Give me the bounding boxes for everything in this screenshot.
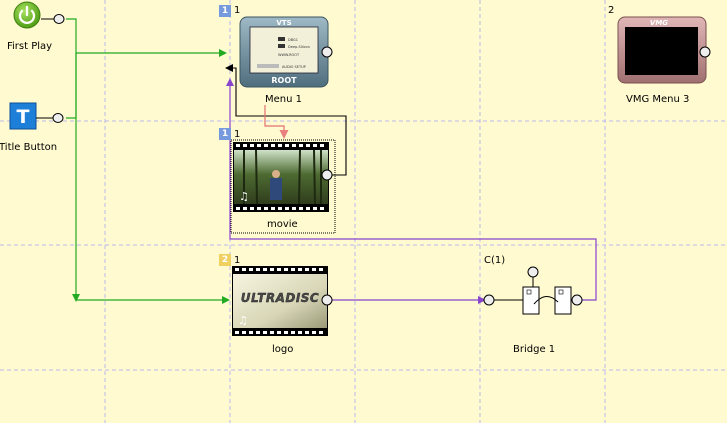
menu1-output-port — [321, 46, 333, 58]
links-red — [264, 105, 289, 139]
vmg-menu3-label: VMG Menu 3 — [626, 94, 690, 105]
first-play-output-port — [53, 14, 65, 24]
logo-badge: 2 — [219, 254, 231, 266]
bridge1-node[interactable] — [483, 266, 583, 315]
links-black — [225, 64, 347, 176]
logo-node[interactable]: ULTRADISC ♫ — [232, 266, 333, 336]
first-play-node[interactable] — [13, 1, 65, 29]
bridge1-input-port — [483, 294, 495, 306]
vmg-menu3-output-port — [699, 46, 711, 58]
title-button-node[interactable]: T — [9, 102, 64, 130]
vmg-menu3-node[interactable]: VMG — [617, 16, 711, 84]
links-green — [66, 18, 230, 304]
title-button-output-port — [52, 113, 64, 123]
svg-text:T: T — [17, 106, 30, 128]
logo-output-port — [321, 294, 333, 306]
menu1-node[interactable]: VTS ROOT DBG1 Deep-Silicon WWW.ROOT AUDI… — [239, 16, 333, 88]
movie-badge: 1 — [219, 128, 231, 140]
menu1-label: Menu 1 — [265, 94, 302, 105]
bridge1-top-port — [527, 266, 539, 278]
music-note-icon: ♫ — [239, 190, 249, 203]
title-button-label: Title Button — [0, 142, 58, 153]
vmg-menu3-screen — [625, 27, 698, 75]
movie-node[interactable]: ♫ — [230, 139, 336, 234]
svg-text:Deep-Silicon: Deep-Silicon — [288, 45, 310, 49]
svg-text:DBG1: DBG1 — [288, 38, 298, 42]
bridge1-label: Bridge 1 — [513, 344, 556, 355]
bridge1-output-port — [571, 294, 583, 306]
svg-text:WWW.ROOT: WWW.ROOT — [278, 53, 300, 57]
bridge1-channel-text: C(1) — [484, 255, 506, 266]
vmg-menu3-number: 2 — [608, 5, 615, 16]
movie-output-port — [321, 169, 333, 181]
links-purple — [226, 78, 597, 304]
svg-text:ROOT: ROOT — [271, 76, 297, 85]
movie-label: movie — [267, 219, 298, 230]
menu1-number: 1 — [234, 5, 241, 16]
first-play-label: First Play — [7, 41, 53, 52]
movie-selection-box — [230, 139, 336, 234]
svg-text:VMG: VMG — [650, 19, 668, 27]
menu1-badge: 1 — [219, 5, 231, 17]
logo-thumbnail — [233, 274, 327, 328]
music-note-icon: ♫ — [238, 314, 248, 327]
logo-label: logo — [272, 344, 294, 355]
logo-number: 1 — [234, 255, 241, 266]
svg-text:VTS: VTS — [276, 19, 291, 27]
svg-text:AUDIO SETUP: AUDIO SETUP — [282, 65, 306, 69]
movie-number: 1 — [234, 129, 241, 140]
svg-text:ULTRADISC: ULTRADISC — [241, 291, 320, 305]
title-button-icon — [9, 102, 37, 130]
